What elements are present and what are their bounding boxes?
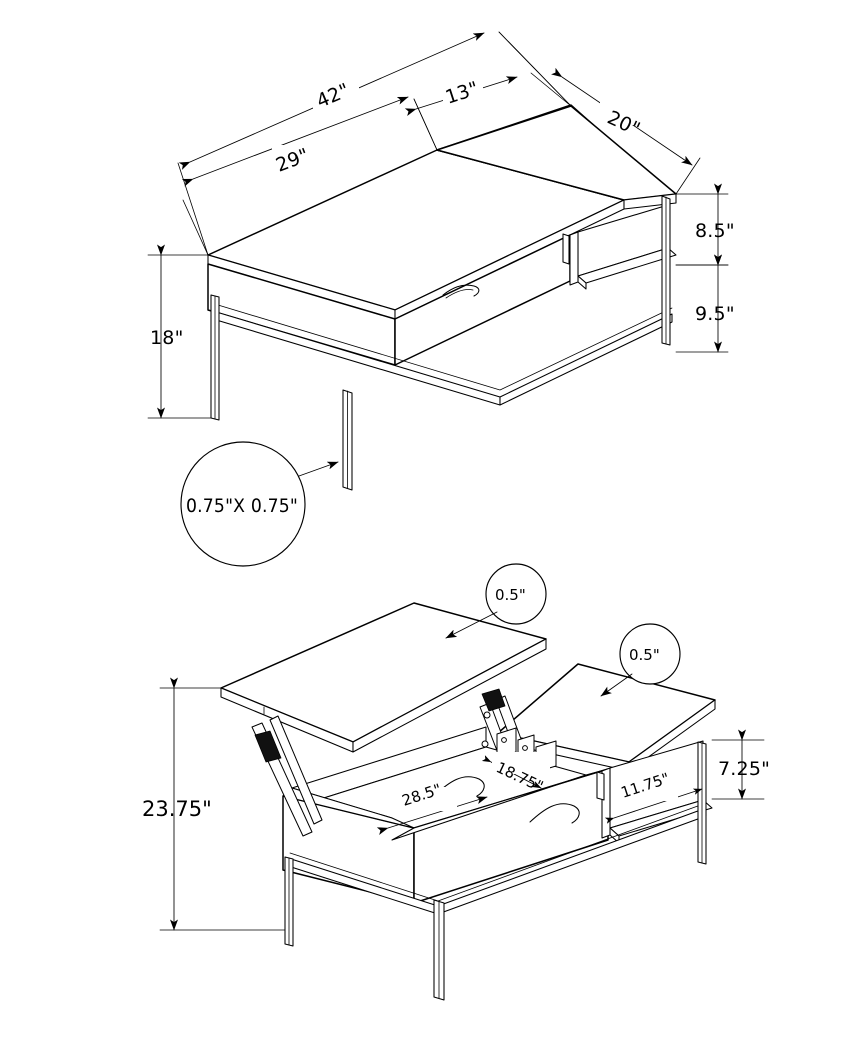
callout-half-b-label: 0.5" (629, 646, 660, 664)
storage-notch-back (434, 776, 485, 797)
right-lower-rail (499, 313, 673, 406)
mount-screw-a (501, 737, 507, 743)
dimension-11-75: 11.75" (604, 769, 703, 824)
ext-13-right (498, 31, 572, 107)
leg-rear-center-lifted (596, 771, 605, 801)
dimtext-29-bg (272, 145, 320, 175)
mount-screw-b (522, 745, 528, 751)
ext-20-right (675, 157, 701, 195)
callout-fixed-top-thickness: 0.5" (600, 623, 681, 697)
scissor-joint-left (254, 730, 282, 763)
fixed-top-panel-lifted (497, 663, 716, 772)
lift-top-raised-right-edge (352, 638, 547, 753)
ext-42-left (177, 162, 209, 256)
pivot-screw-lower (481, 740, 489, 748)
dimtext-13-bg (443, 79, 483, 107)
open-shelf-compartment (569, 204, 677, 290)
dimline-29 (181, 96, 409, 187)
lifted-view-group: 0.5" 0.5" 23.75" 28.5" (142, 563, 770, 1001)
dimension-label-18: 18" (150, 327, 184, 349)
callout-half-b-leader (600, 673, 633, 697)
dimtext-1175-bg (620, 779, 678, 801)
section-divider-panel (569, 231, 579, 286)
dimension-23-75: 23.75" (142, 677, 286, 931)
scissor-joint-right (481, 688, 506, 712)
dimension-18: 18" (147, 244, 212, 419)
dimtext-20-bg (600, 95, 644, 125)
callout-lift-top-thickness: 0.5" (445, 563, 547, 639)
drawer-pull-notch-inner (445, 289, 474, 299)
dimension-8-5: 8.5" (675, 183, 735, 266)
dimension-9-5: 9.5" (675, 254, 735, 353)
dimtext-1875-bg (492, 752, 550, 774)
ext-20-left (530, 72, 572, 107)
dimtext-285-bg (401, 787, 457, 811)
dimension-7-25: 7.25" (711, 729, 770, 800)
callout-half-a-label: 0.5" (495, 586, 526, 604)
scissor-arm-left-b (269, 715, 323, 825)
callout-leg-circle (180, 441, 306, 567)
leg-rear-center (562, 233, 570, 265)
dimension-label-9-5: 9.5" (695, 303, 735, 325)
dimline-1175 (604, 788, 703, 824)
callout-half-a-leader (445, 611, 498, 639)
dimension-20: 20" (530, 67, 701, 195)
ext-13-left (413, 98, 438, 151)
lift-top-raised (220, 602, 547, 753)
table-legs (210, 195, 671, 491)
storage-notch-front (529, 803, 580, 824)
closed-view-group: 42" 29" 13" (147, 31, 735, 567)
callout-leg-profile: 0.75"X 0.75" (180, 441, 339, 567)
drawer-pull-notch (442, 284, 480, 297)
lift-mechanism (251, 688, 557, 837)
dimension-label-7-25: 7.25" (718, 758, 770, 780)
callout-half-b-circle (619, 623, 681, 685)
dimline-285 (376, 796, 488, 835)
dimension-label-23-75: 23.75" (142, 797, 212, 821)
dimension-18-75: 18.75" (481, 752, 550, 796)
callout-leg-leader (298, 461, 339, 477)
ext-29-left (182, 199, 209, 256)
pivot-screw-upper (483, 711, 491, 719)
dimension-label-8-5: 8.5" (695, 220, 735, 242)
callout-half-a-circle (485, 563, 547, 625)
dimension-29: 29" (181, 96, 438, 256)
callout-leg-label: 0.75"X 0.75" (186, 495, 298, 517)
rail-top-line (217, 304, 673, 391)
